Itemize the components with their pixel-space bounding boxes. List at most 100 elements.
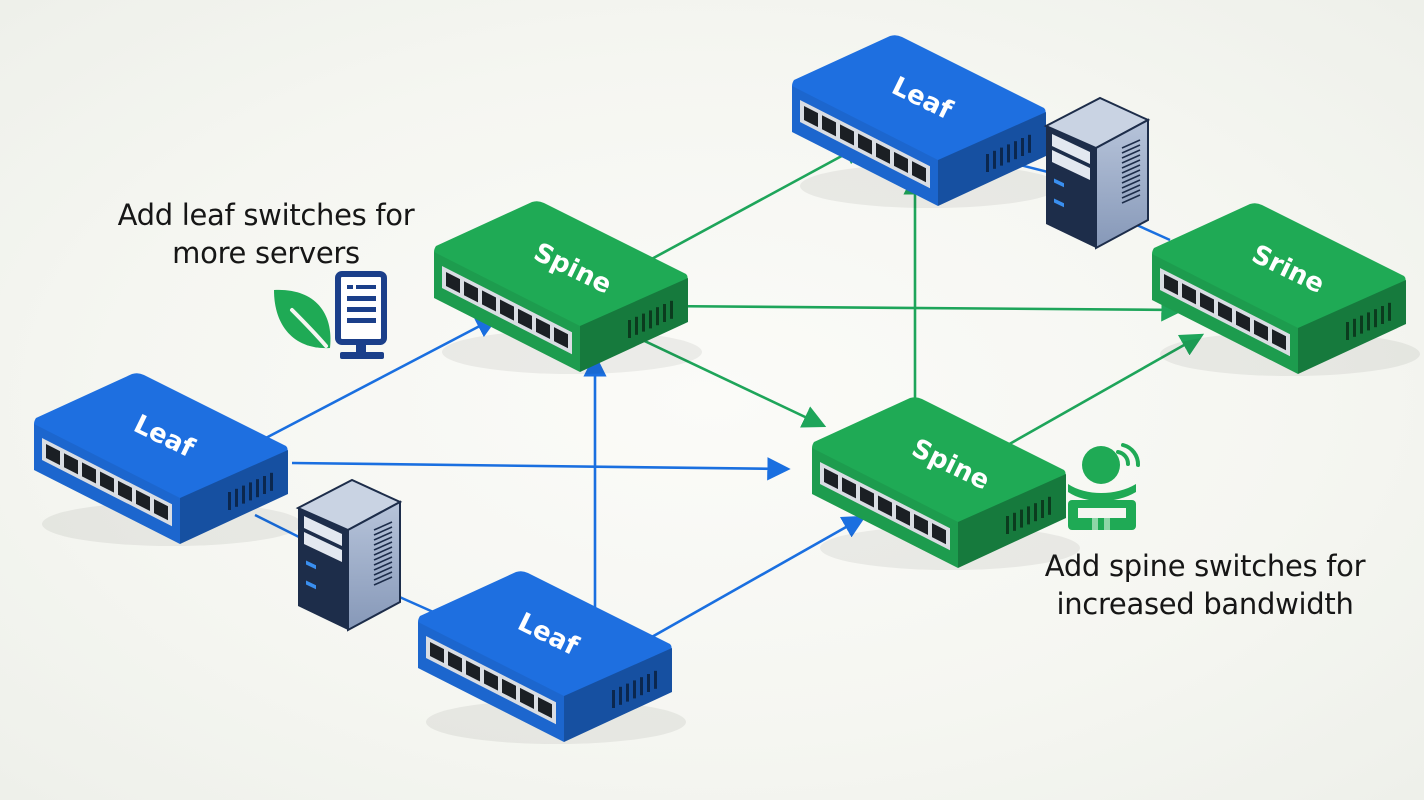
ethernet-port-icon[interactable] [876,142,890,164]
ethernet-port-icon[interactable] [520,687,534,710]
ethernet-port-icon[interactable] [1254,319,1268,342]
ethernet-port-icon[interactable] [64,453,78,475]
vent-slot [1360,315,1363,334]
leaf-caption-line1: Add leaf switches for [117,198,415,232]
leaf-switch-leaf-top[interactable]: Leaf [792,35,1060,208]
switch-top [792,35,1046,165]
vent-slot [1367,312,1370,331]
server-vent [1121,149,1141,159]
link-spine-center-to-spine-right [989,333,1205,457]
switch-top [418,571,672,700]
ethernet-port-icon[interactable] [536,317,550,340]
ethernet-port-icon[interactable] [446,272,460,294]
spine-switch-spine-right[interactable]: Srine [1152,203,1420,376]
server-vent [373,556,393,566]
ethernet-port-icon[interactable] [1218,301,1232,323]
ethernet-port-icon[interactable] [500,299,514,321]
vent-slot [263,476,266,494]
switch-side [938,112,1046,206]
ethernet-port-icon[interactable] [136,489,150,512]
ethernet-port-icon[interactable] [1236,310,1250,332]
ethernet-port-icon[interactable] [822,115,836,137]
server-vent [373,521,393,531]
vent-slot [1007,144,1010,163]
ethernet-port-icon[interactable] [466,660,480,682]
port-panel [426,636,556,725]
ethernet-port-icon[interactable] [1200,292,1214,314]
vent-slot [663,304,666,322]
leaf-caption: Add leaf switches for more servers [96,196,436,272]
ethernet-port-icon[interactable] [932,523,946,545]
ethernet-port-icon[interactable] [804,106,818,128]
vent-slot [626,683,629,702]
vent-slot [1346,322,1349,340]
ethernet-port-icon[interactable] [878,495,892,517]
server-vent [373,576,393,586]
ethernet-port-icon[interactable] [858,133,872,155]
ethernet-port-icon[interactable] [1182,283,1196,305]
link-leaf-left-to-spine-left [261,315,500,442]
server-tower-server-bottom[interactable] [295,478,403,632]
server-vent [1121,174,1141,184]
port-panel [820,462,950,551]
switch-top [1152,203,1406,332]
switch-top [434,201,688,330]
ethernet-port-icon[interactable] [894,151,908,174]
ethernet-port-icon[interactable] [840,124,854,146]
spine-switch-spine-center[interactable]: Spine [812,397,1080,570]
vent-slot [235,488,238,507]
ethernet-port-icon[interactable] [448,651,462,673]
vent-slot [640,677,643,696]
vent-slot [647,674,650,692]
spine-switch-spine-left[interactable]: Spine [434,201,702,374]
ethernet-port-icon[interactable] [82,462,96,484]
vent-slot [1027,506,1030,525]
link-spine-left-to-leaf-top [634,142,867,270]
vent-slot [242,485,245,504]
ethernet-port-icon[interactable] [46,444,60,466]
port-panel [1160,268,1290,357]
vent-slot [1034,503,1037,522]
ethernet-port-icon[interactable] [914,513,928,536]
vent-slot [670,300,673,319]
server-tower-server-top[interactable] [1043,96,1151,250]
ethernet-port-icon[interactable] [430,642,444,664]
vent-slot [654,670,657,689]
ethernet-port-icon[interactable] [464,281,478,303]
ethernet-port-icon[interactable] [860,486,874,508]
server-vent [1121,194,1141,204]
leaf-switch-leaf-left[interactable]: Leaf [34,373,302,546]
ethernet-port-icon[interactable] [484,669,498,691]
vent-slot [270,472,273,491]
server-vent [1121,154,1141,164]
ethernet-port-icon[interactable] [100,471,114,493]
ethernet-port-icon[interactable] [1164,274,1178,296]
link-leaf-left-to-spine-center [291,457,791,481]
server-vent [1121,139,1141,149]
ethernet-port-icon[interactable] [518,308,532,330]
server-vent [1121,144,1141,154]
vent-slot [1381,306,1384,324]
ethernet-port-icon[interactable] [912,161,926,183]
vent-slot [1020,509,1023,528]
ethernet-port-icon[interactable] [538,697,552,719]
ethernet-port-icon[interactable] [554,327,568,349]
server-vent [373,526,393,536]
vent-slot [986,154,989,172]
ethernet-port-icon[interactable] [502,678,516,700]
switch-side [958,474,1066,568]
switch-side [1298,280,1406,374]
leaf-switch-leaf-bottom[interactable]: Leaf [418,571,686,744]
vent-slot [656,307,659,326]
ethernet-port-icon[interactable] [482,290,496,312]
ethernet-port-icon[interactable] [1272,329,1286,351]
drive-bay [304,516,342,546]
ethernet-port-icon[interactable] [118,480,132,502]
ethernet-port-icon[interactable] [824,468,838,490]
ethernet-port-icon[interactable] [842,477,856,499]
vent-slot [1374,309,1377,328]
ethernet-port-icon[interactable] [896,504,910,526]
server-vent [373,546,393,556]
ethernet-port-icon[interactable] [154,499,168,521]
